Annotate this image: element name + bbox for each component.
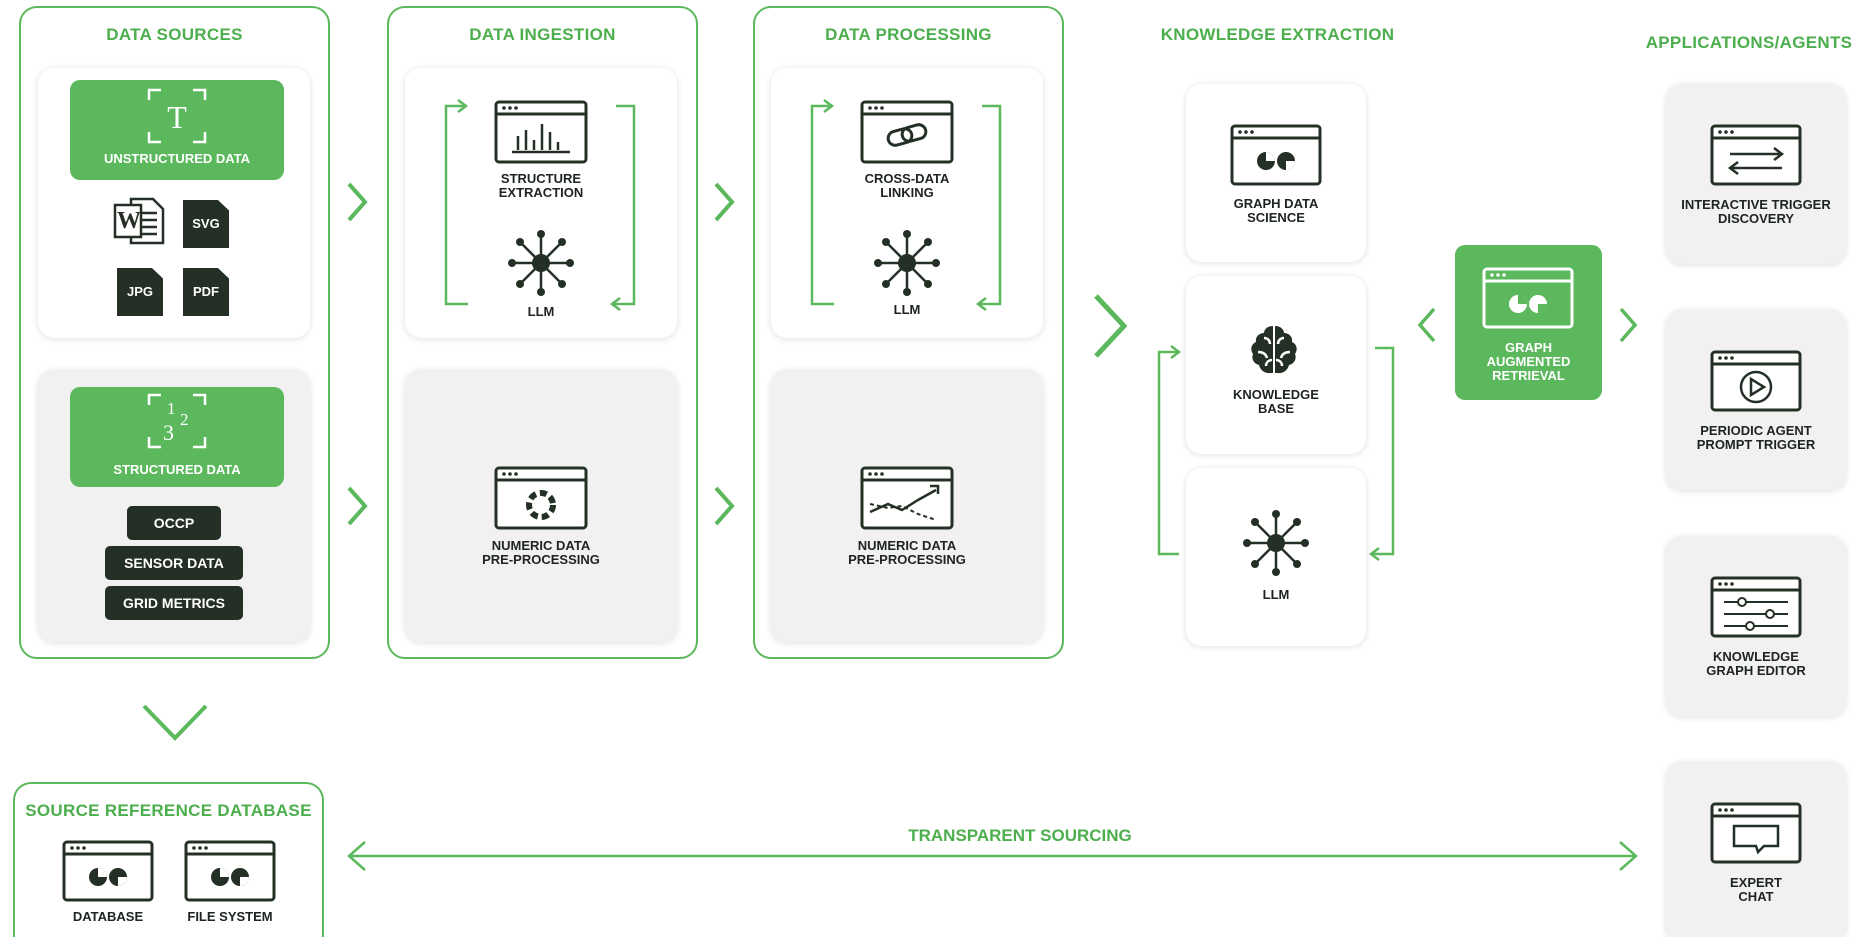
jpg-file-icon: JPG bbox=[117, 268, 163, 316]
data-ingestion-title: DATA INGESTION bbox=[469, 25, 616, 44]
app-label: INTERACTIVE TRIGGER DISCOVERY bbox=[1681, 197, 1831, 226]
chevron-right-icon bbox=[347, 486, 368, 526]
loop-arrows-icon bbox=[444, 99, 636, 311]
sliders-icon bbox=[1710, 576, 1802, 638]
unstructured-data-box[interactable]: T UNSTRUCTURED DATA bbox=[70, 80, 284, 180]
grid-metrics-pill: GRID METRICS bbox=[105, 586, 243, 620]
database-window-icon[interactable] bbox=[62, 840, 154, 902]
llm-network-icon bbox=[508, 230, 574, 296]
word-doc-icon: W bbox=[113, 195, 169, 247]
file-system-label: FILE SYSTEM bbox=[187, 909, 273, 924]
file-system-window-icon[interactable] bbox=[184, 840, 276, 902]
brain-icon bbox=[1251, 326, 1297, 374]
cross-data-linking-label: CROSS-DATA LINKING bbox=[864, 171, 950, 200]
play-icon bbox=[1710, 350, 1802, 412]
sensor-data-pill: SENSOR DATA bbox=[105, 546, 243, 580]
source-reference-db-title: SOURCE REFERENCE DATABASE bbox=[25, 801, 312, 820]
chevron-left-icon bbox=[1417, 307, 1436, 343]
chevron-right-icon bbox=[714, 486, 735, 526]
app-card-periodic-agent[interactable]: PERIODIC AGENT PROMPT TRIGGER bbox=[1666, 310, 1846, 490]
knowledge-llm-label: LLM bbox=[1262, 587, 1290, 602]
app-label: EXPERT CHAT bbox=[1729, 875, 1782, 904]
data-sources-title: DATA SOURCES bbox=[106, 25, 243, 44]
transparent-sourcing-label: TRANSPARENT SOURCING bbox=[908, 826, 1132, 845]
chevron-right-icon bbox=[347, 182, 368, 222]
word-glyph: W bbox=[117, 208, 141, 234]
donut-chart-window-icon bbox=[494, 466, 588, 530]
link-window-icon bbox=[860, 100, 954, 164]
knowledge-extraction-title: KNOWLEDGE EXTRACTION bbox=[1160, 25, 1395, 44]
processing-numeric-label: NUMERIC DATA PRE-PROCESSING bbox=[848, 538, 966, 567]
data-processing-title: DATA PROCESSING bbox=[825, 25, 992, 44]
chevron-right-icon bbox=[1619, 307, 1638, 343]
database-label: DATABASE bbox=[72, 909, 144, 924]
processing-llm-label: LLM bbox=[893, 302, 921, 317]
pie-window-icon bbox=[1230, 124, 1322, 186]
structured-data-box[interactable]: 1 3 2 STRUCTURED DATA bbox=[70, 387, 284, 487]
structure-extraction-label: STRUCTURE EXTRACTION bbox=[498, 171, 584, 200]
digit-2: 2 bbox=[180, 410, 189, 429]
swap-arrows-icon bbox=[1710, 124, 1802, 186]
text-glyph: T bbox=[167, 99, 187, 135]
structured-data-label: STRUCTURED DATA bbox=[113, 462, 241, 477]
app-card-expert-chat[interactable]: EXPERT CHAT bbox=[1666, 762, 1846, 937]
numbers-frame-icon bbox=[147, 393, 207, 449]
app-card-knowledge-graph-editor[interactable]: KNOWLEDGE GRAPH EDITOR bbox=[1666, 536, 1846, 716]
app-label: KNOWLEDGE GRAPH EDITOR bbox=[1706, 649, 1806, 678]
app-label: PERIODIC AGENT PROMPT TRIGGER bbox=[1696, 423, 1816, 452]
trend-chart-window-icon bbox=[860, 466, 954, 530]
ingestion-numeric-label: NUMERIC DATA PRE-PROCESSING bbox=[482, 538, 600, 567]
llm-network-icon bbox=[874, 230, 940, 296]
chevron-down-icon bbox=[142, 704, 208, 741]
chevron-right-large-icon bbox=[1094, 294, 1128, 358]
svg-file-icon: SVG bbox=[183, 200, 229, 248]
unstructured-data-label: UNSTRUCTURED DATA bbox=[103, 151, 251, 166]
double-arrow-icon bbox=[347, 841, 1638, 871]
graph-data-science-label: GRAPH DATA SCIENCE bbox=[1233, 196, 1319, 225]
bar-chart-window-icon bbox=[494, 100, 588, 164]
pie-window-icon bbox=[1482, 267, 1574, 329]
word-doc-lines-icon bbox=[113, 197, 165, 245]
chat-icon bbox=[1710, 802, 1802, 864]
knowledge-loop-arrows-icon bbox=[1157, 345, 1395, 561]
applications-title: APPLICATIONS/AGENTS bbox=[1645, 33, 1853, 52]
ingestion-llm-label: LLM bbox=[527, 304, 555, 319]
digit-3: 3 bbox=[163, 420, 174, 445]
app-card-interactive-trigger[interactable]: INTERACTIVE TRIGGER DISCOVERY bbox=[1666, 84, 1846, 264]
digit-1: 1 bbox=[167, 399, 176, 418]
text-frame-icon: T bbox=[147, 88, 207, 144]
llm-network-icon bbox=[1243, 510, 1309, 576]
occp-pill: OCCP bbox=[127, 506, 221, 540]
loop-arrows-icon bbox=[810, 99, 1002, 311]
graph-augmented-retrieval-box[interactable]: GRAPH AUGMENTED RETRIEVAL bbox=[1455, 245, 1602, 400]
pdf-file-icon: PDF bbox=[183, 268, 229, 316]
knowledge-base-label: KNOWLEDGE BASE bbox=[1233, 387, 1319, 416]
graph-augmented-retrieval-label: GRAPH AUGMENTED RETRIEVAL bbox=[1486, 340, 1571, 383]
chevron-right-icon bbox=[714, 182, 735, 222]
